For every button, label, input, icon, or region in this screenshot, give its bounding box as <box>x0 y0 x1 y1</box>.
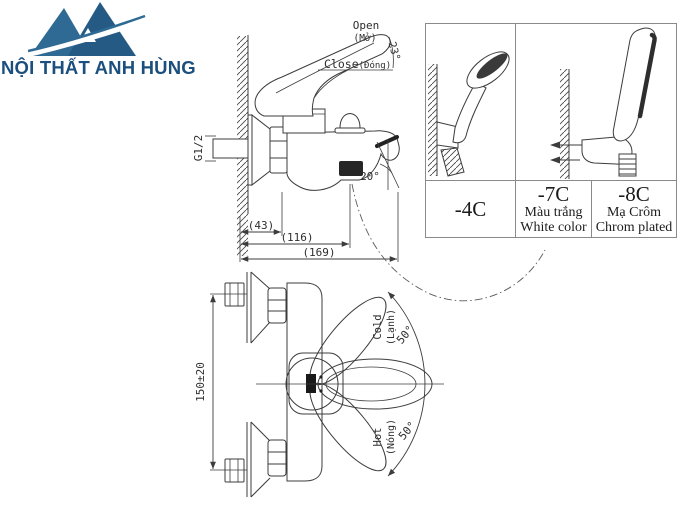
dim-116-label: (116) <box>280 231 313 244</box>
top-view-drawing <box>210 271 444 498</box>
mixer-body-plan <box>286 282 323 482</box>
close-label: Close(Đóng) <box>324 57 391 71</box>
shower-hose <box>440 147 465 177</box>
side-view-labels: Open (Mở) Close(Đóng) 23° G1/2 20° (43) … <box>192 19 402 259</box>
dimension-extension-lines <box>239 184 399 262</box>
shower-handle <box>452 81 487 144</box>
brand-name: NỘI THẤT ANH HÙNG <box>1 57 196 78</box>
dim-169-label: (169) <box>302 246 335 259</box>
dimension-lines <box>241 229 397 262</box>
brand-logo-icon <box>28 2 146 56</box>
cartridge-slot <box>306 374 316 393</box>
dim-43-label: (43) <box>248 219 275 232</box>
open-sub-label: (Mở) <box>354 33 377 44</box>
variant-desc-vi: Mạ Crôm <box>606 205 662 220</box>
open-angle-label: 23° <box>386 41 403 62</box>
hot-label: Hot <box>372 428 384 447</box>
side-view-drawing <box>205 34 546 302</box>
swing-angle-hot-label: 50° <box>396 419 419 443</box>
swing-angle-cold-label: 50° <box>394 323 417 347</box>
cold-label: Cold <box>372 314 384 339</box>
variant-image-modern <box>516 24 676 180</box>
shower-face-shade <box>476 53 508 79</box>
lever-handle <box>254 34 391 117</box>
diverter-knob <box>334 112 366 134</box>
spout-edge-shade <box>375 135 399 148</box>
spout-angle-lines <box>376 140 400 190</box>
variant-image-classic <box>426 24 516 180</box>
variant-cell-4c: -4C <box>426 180 516 237</box>
wall-mount-top <box>224 271 287 344</box>
variants-panel: -4C -7C Màu trắng White color -8C Mạ Crô… <box>425 23 677 238</box>
variant-code: -8C <box>618 182 650 206</box>
eccentric-connector <box>247 113 288 187</box>
wand-nipple <box>618 153 637 177</box>
wall-mount-bottom <box>224 421 287 498</box>
cartridge-dot-top <box>319 375 323 379</box>
aerator <box>339 161 363 176</box>
variant-desc-en: Chrom plated <box>595 220 673 235</box>
shower-wand <box>612 27 656 142</box>
variant-desc-en: White color <box>520 220 587 235</box>
variant-cell-8c: -8C Mạ Crôm Chrom plated <box>592 180 676 237</box>
variant-code: -7C <box>537 182 570 206</box>
cold-sub-label: (Lạnh) <box>386 309 397 345</box>
wall-hatch <box>428 64 437 176</box>
detail-connector-curve <box>351 183 546 302</box>
variant-code: -4C <box>454 197 487 221</box>
brand-block: NỘI THẤT ANH HÙNG <box>0 2 196 79</box>
height-dimension <box>210 293 247 471</box>
open-close-annotation <box>318 36 394 71</box>
mount-arrows <box>550 141 582 164</box>
wall-hatch <box>560 69 569 179</box>
variant-desc-vi: Màu trắng <box>524 205 583 220</box>
cartridge-housing <box>288 352 344 415</box>
wand-edge-shade <box>637 32 657 119</box>
faucet-body <box>286 130 400 191</box>
variant-cell-7c: -7C Màu trắng White color <box>516 180 592 237</box>
height-dim-label: 150±20 <box>194 362 207 402</box>
cartridge-dot-bottom <box>319 389 323 393</box>
hot-sub-label: (Nóng) <box>385 419 397 455</box>
open-label: Open <box>353 19 380 32</box>
thread-size-label: G1/2 <box>192 135 205 162</box>
inlet-pipe <box>205 135 249 162</box>
spout-angle-label: 20° <box>360 170 380 183</box>
